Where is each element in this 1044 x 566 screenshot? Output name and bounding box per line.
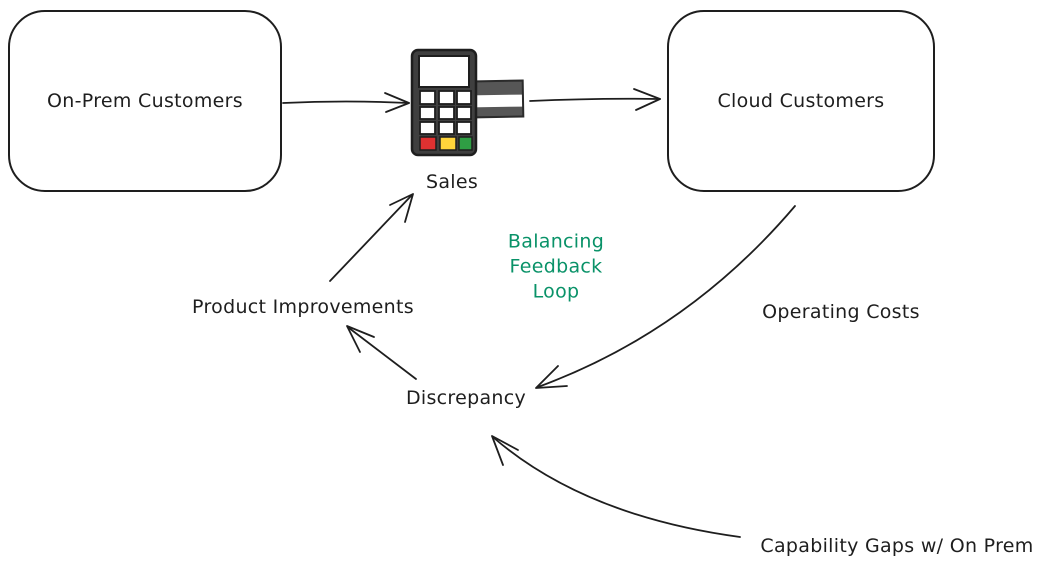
discrepancy-label: Discrepancy: [405, 387, 527, 409]
payment-terminal-icon: [410, 48, 525, 157]
arrow-discrepancy-to-product-improvements: [346, 325, 417, 380]
sales-label: Sales: [425, 171, 479, 193]
loop-label-line-2: Feedback: [509, 255, 603, 278]
product-improvements-label: Product Improvements: [192, 296, 414, 318]
balancing-feedback-loop-label: Balancing Feedback Loop: [508, 230, 604, 305]
arrow-product-improvements-to-sales: [329, 193, 414, 282]
on-prem-customers-box: [8, 10, 282, 192]
credit-card-icon: [469, 79, 525, 119]
operating-costs-label: Operating Costs: [762, 301, 920, 323]
loop-label-line-1: Balancing: [507, 230, 605, 253]
arrow-onprem-to-sales: [282, 92, 410, 113]
cloud-customers-box: [667, 10, 935, 192]
arrow-sales-to-cloud: [529, 88, 661, 111]
terminal-keypad: [419, 90, 472, 135]
yellow-key: [439, 136, 457, 151]
capability-gaps-label: Capability Gaps w/ On Prem: [760, 535, 1034, 557]
terminal-screen: [418, 55, 470, 88]
terminal-colored-keys: [419, 136, 473, 151]
green-key: [458, 136, 473, 151]
arrow-cloud-to-discrepancy: [535, 205, 796, 389]
cloud-customers-label: Cloud Customers: [717, 90, 885, 112]
loop-label-line-3: Loop: [532, 280, 580, 303]
arrow-capability-gaps-to-discrepancy: [491, 435, 741, 538]
on-prem-customers-label: On-Prem Customers: [47, 90, 243, 112]
red-key: [419, 136, 437, 151]
